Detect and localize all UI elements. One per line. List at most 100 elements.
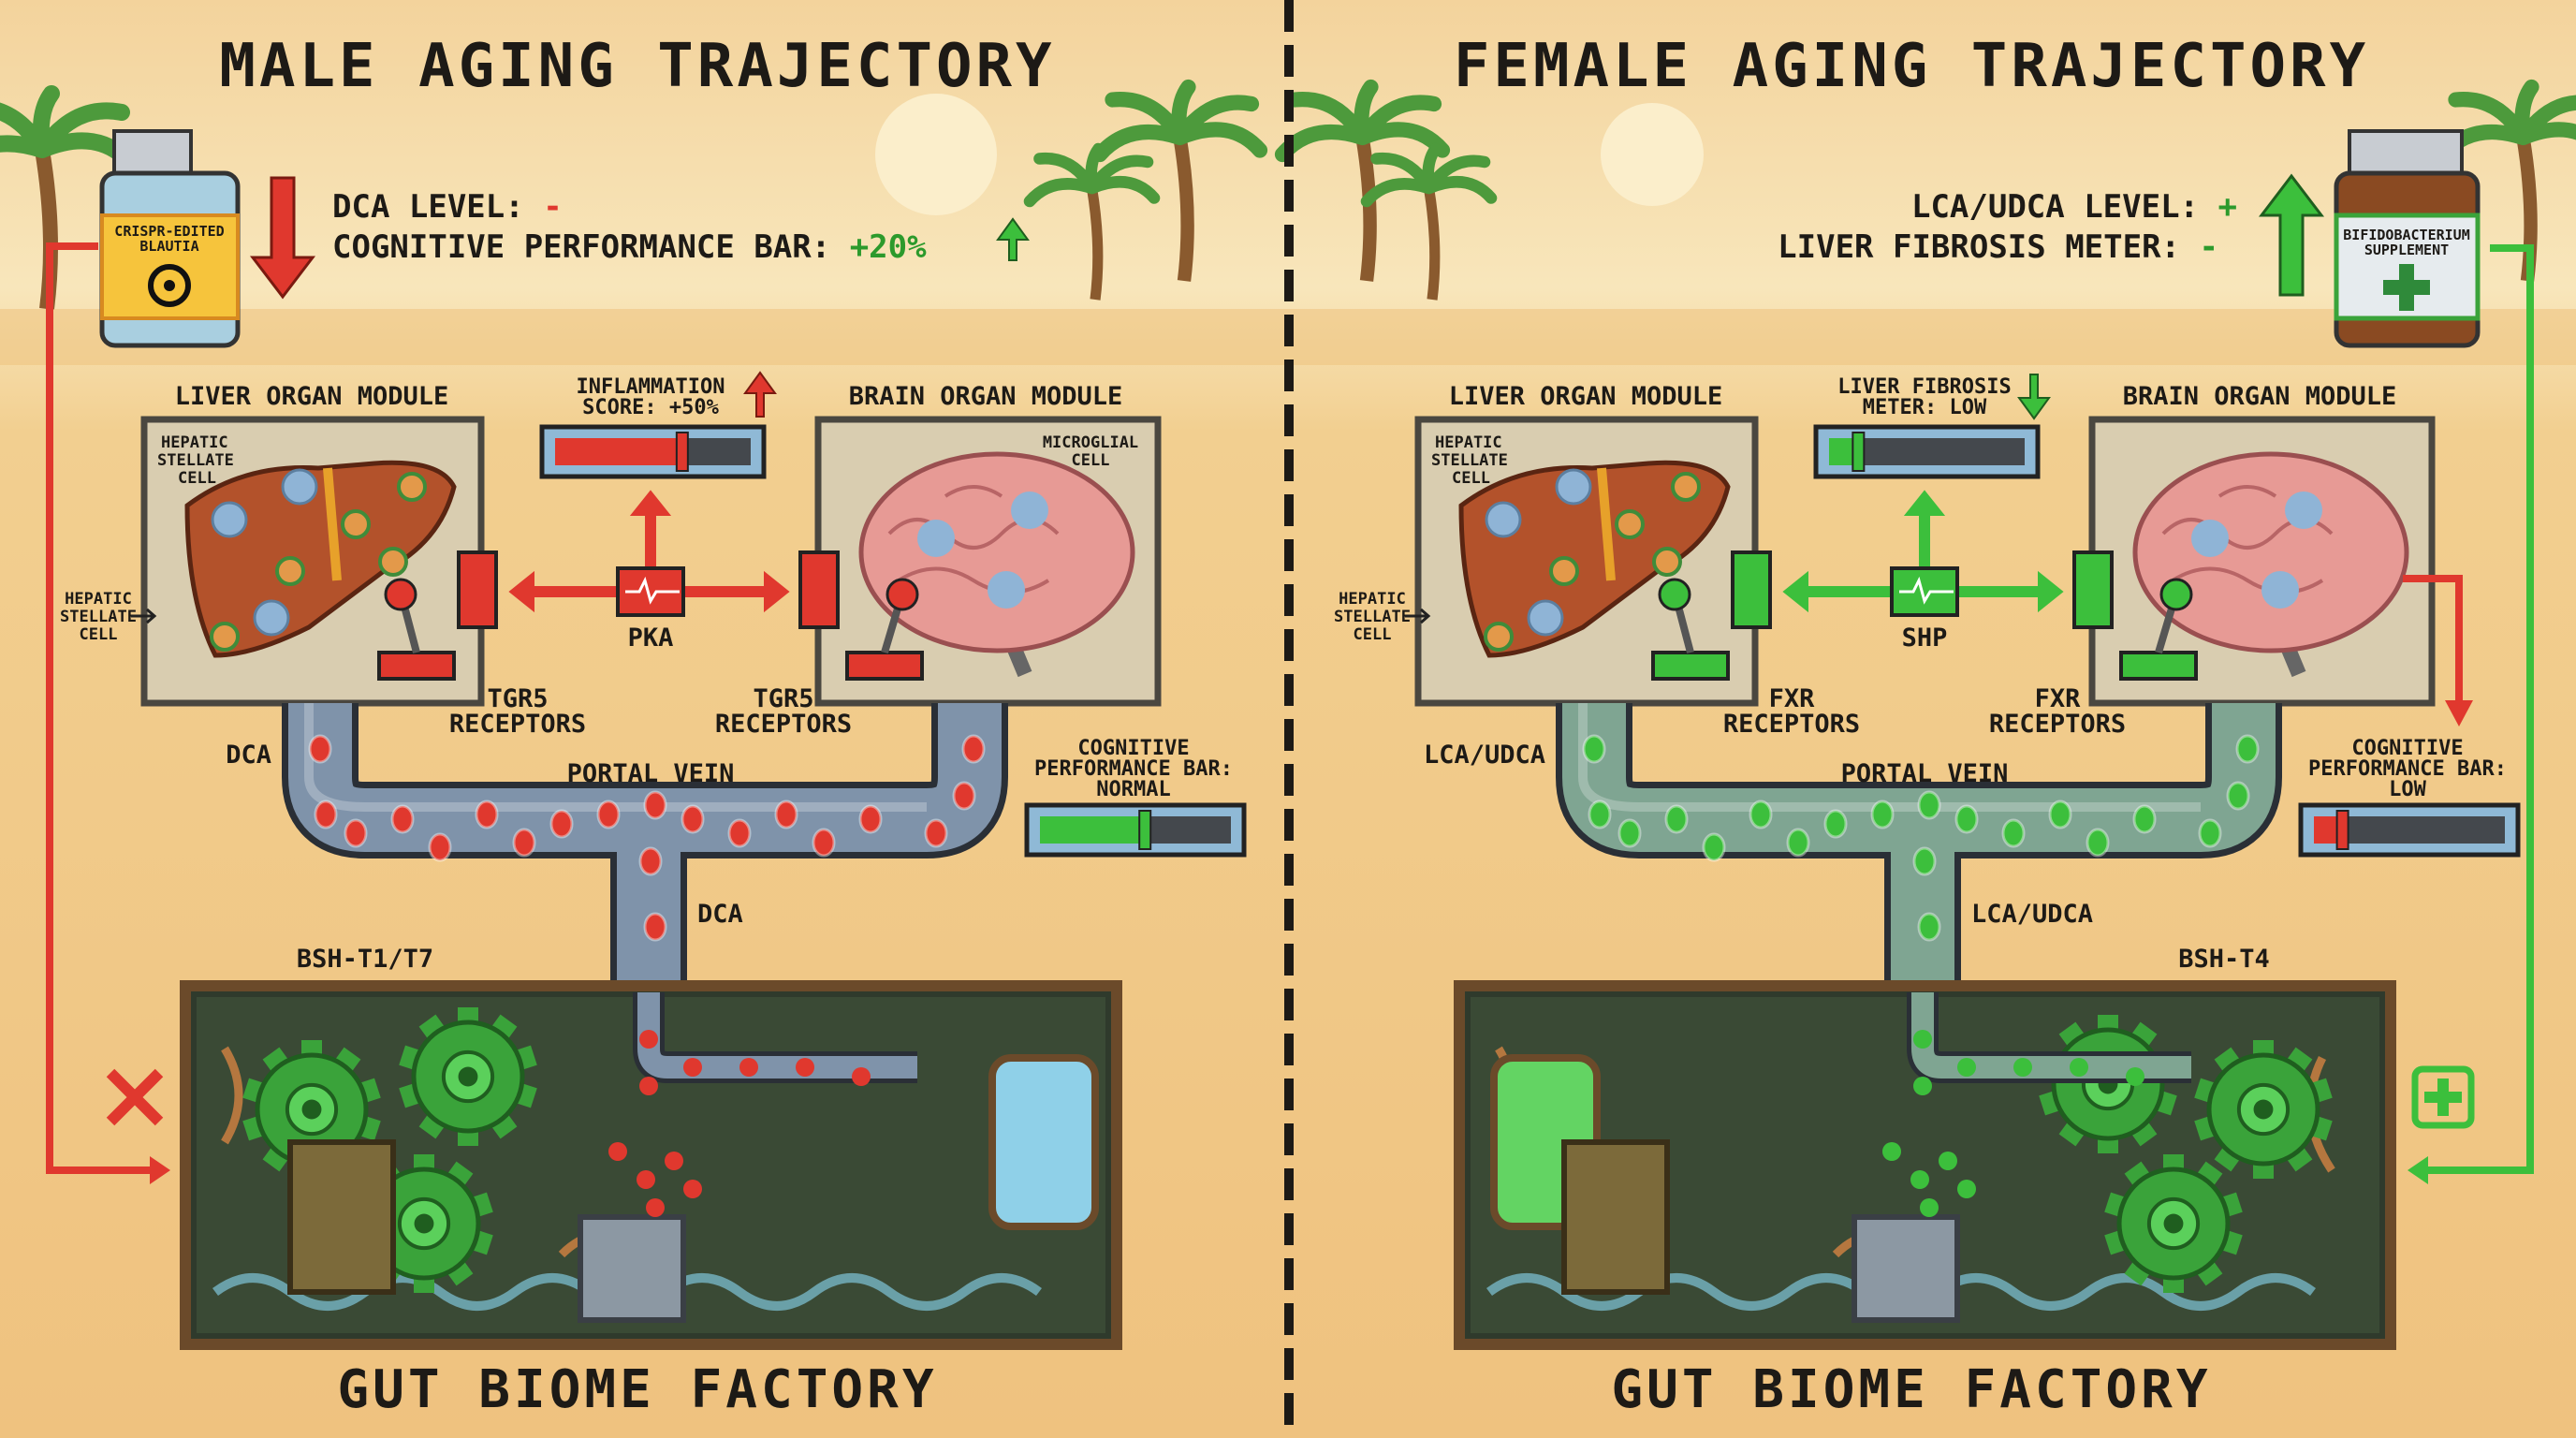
bile-acid-particle [390,804,415,834]
cognitive-bar-label: COGNITIVE [1077,737,1189,760]
cognitive-bar-label: PERFORMANCE BAR: [1034,757,1233,781]
bile-acid-particle [1957,1180,1976,1198]
palm-tree [1360,142,1498,301]
stellate-cell [211,501,248,538]
brain-icon [858,451,1135,653]
stellate-cell-label: CELL [1452,469,1490,488]
bile-acid-particle [852,1067,871,1086]
receptor-liver [457,550,498,629]
factory-title: GUT BIOME FACTORY [1611,1359,2211,1420]
liver-module-label: LIVER ORGAN MODULE [1449,382,1723,411]
bile-acid-particle [1912,846,1937,876]
bile-acid-particle [1882,1142,1901,1161]
storage-tank [988,1054,1099,1230]
cognitive-bar-label: LOW [2389,778,2426,801]
bile-acid-particle [774,800,798,829]
bile-acid-particle [1939,1152,1957,1170]
hepatocyte [1549,556,1579,586]
lever-switch[interactable] [1651,578,1730,681]
bottle-label: SUPPLEMENT [2364,242,2449,258]
receptor-label: RECEPTORS [449,710,586,739]
liver-organ-module: HEPATIC STELLATE CELL [1414,416,1759,707]
lever-switch[interactable] [845,578,924,681]
brain-organ-module [2088,416,2436,707]
gut-biome-factory [1454,980,2396,1350]
receptor-label: TGR5 [487,684,548,713]
meter-fill [555,438,682,465]
pointer-arrow-icon [1405,608,1431,624]
bile-acid-particle [1910,1170,1929,1189]
bile-acid-particle [1917,912,1941,942]
arrow-up-icon [996,217,1030,261]
palm-tree [1023,142,1161,301]
receptor-label: FXR [1769,684,1816,713]
bile-acid-particle [308,734,332,764]
bile-acid-particle [2198,818,2222,848]
microglial-cell [1011,492,1048,529]
bile-acid-particle [428,832,452,862]
bile-acid-particle [1913,1077,1932,1095]
bile-acid-particle [1920,1198,1939,1217]
bile-acid-particle [683,1058,702,1077]
cognitive-fill [1040,816,1146,844]
hepatocyte [397,472,427,502]
portal-vein-label: PORTAL VEIN [567,759,735,788]
hepatocyte [378,547,408,577]
bile-acid-particle [639,1030,658,1049]
panel-title: MALE AGING TRAJECTORY [219,32,1055,101]
stellate-cell-label-outer: CELL [80,625,118,644]
lever-switch[interactable] [377,578,456,681]
bile-acid-particle [952,781,976,811]
bile-acid-particle [1870,800,1895,829]
lever-switch[interactable] [2119,578,2198,681]
cognitive-bar-label: PERFORMANCE BAR: [2308,757,2507,781]
meter-label: LIVER FIBROSIS [1837,375,2011,399]
x-mark-icon [106,1068,164,1126]
microglial-cell [2191,520,2229,557]
hepatocyte [1615,509,1645,539]
microglial-cell-label: CELL [1072,451,1110,470]
stellate-cell-label: STELLATE [1431,451,1508,470]
gear-icon [2194,1040,2333,1179]
brain-module-label: BRAIN ORGAN MODULE [2123,382,2397,411]
bottle-label: CRISPR-EDITED [114,223,224,240]
liver-organ-module: HEPATIC STELLATE CELL [140,416,485,707]
hepatocyte [1652,547,1682,577]
bile-acid-particle [2226,781,2250,811]
stellate-cell-label: HEPATIC [1435,433,1502,452]
panel-title: FEMALE AGING TRAJECTORY [1454,32,2369,101]
stellate-cell-label-outer: STELLATE [60,608,137,626]
hepatocyte [341,509,371,539]
stellate-cell-label-outer: HEPATIC [1339,590,1406,609]
arrow-down-icon [249,176,316,300]
hepatocyte [210,622,240,652]
stellate-cell [253,599,290,637]
meter-bar [539,424,767,479]
bifidobacterium-bottle: BIFIDOBACTERIUM SUPPLEMENT [2334,129,2481,348]
receptor-brain [798,550,840,629]
receptor-liver [1731,550,1772,629]
bile-acid-particle [1954,804,1979,834]
stellate-cell-label-outer: HEPATIC [65,590,132,609]
bile-acid-particle [1913,1030,1932,1049]
bile-acid-particle [1957,1058,1976,1077]
microglial-cell [988,571,1025,609]
bile-acid-particle [344,818,368,848]
bile-acid-particle [683,1180,702,1198]
bile-acid-particle [638,846,663,876]
bile-acid-particle [2086,828,2110,858]
reactor-vessel [287,1139,396,1295]
microglial-cell [917,520,955,557]
biohazard-icon [148,264,191,307]
bile-acid-particle [2132,804,2157,834]
receptor-label: RECEPTORS [715,710,852,739]
bile-acid-particle [643,912,667,942]
palm-tree [1091,79,1268,282]
sun [875,94,997,215]
arrow-left-icon [2408,1156,2428,1184]
bile-acid-particle [637,1170,655,1189]
bile-acid-particle [2126,1067,2144,1086]
bile-acid-particle [643,790,667,820]
stellate-cell-label: STELLATE [157,451,234,470]
